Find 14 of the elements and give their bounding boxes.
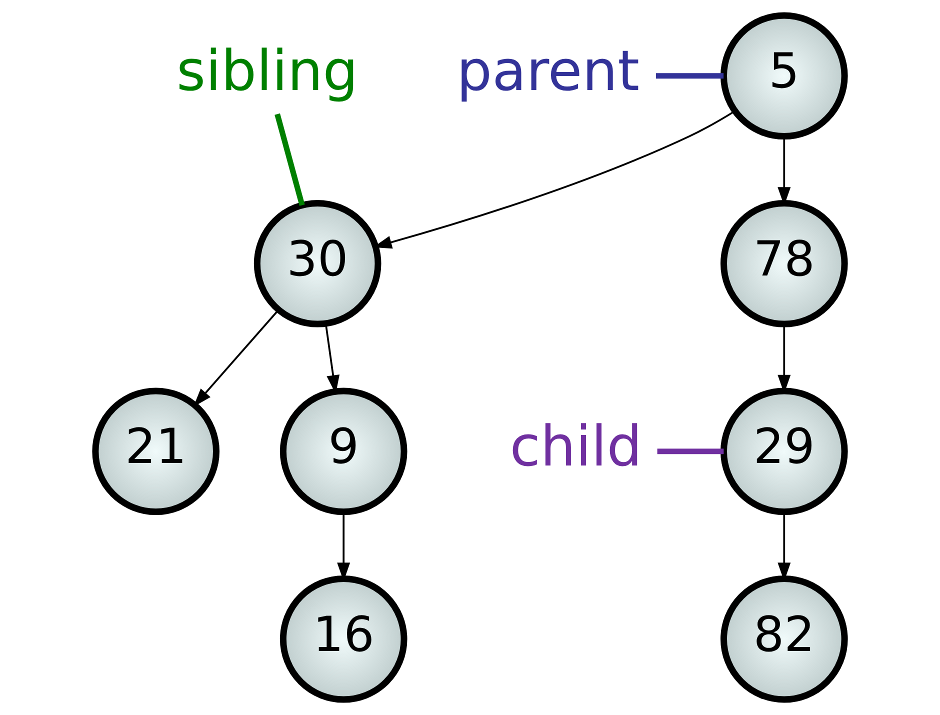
node-text: parent: [456, 38, 640, 104]
connector: [657, 448, 724, 454]
connector: [656, 73, 724, 79]
node-text: sibling: [176, 38, 358, 104]
node-circle: 29: [720, 388, 848, 516]
node-circle: 78: [720, 200, 848, 328]
node-circle: 5: [720, 12, 848, 140]
connector: [274, 113, 305, 206]
node-circle: 30: [254, 200, 382, 328]
node-circle: 16: [280, 575, 408, 703]
node-circle: 9: [280, 388, 408, 516]
arrow: [193, 309, 280, 407]
node-circle: 82: [720, 575, 848, 703]
node-text: child: [510, 414, 642, 480]
